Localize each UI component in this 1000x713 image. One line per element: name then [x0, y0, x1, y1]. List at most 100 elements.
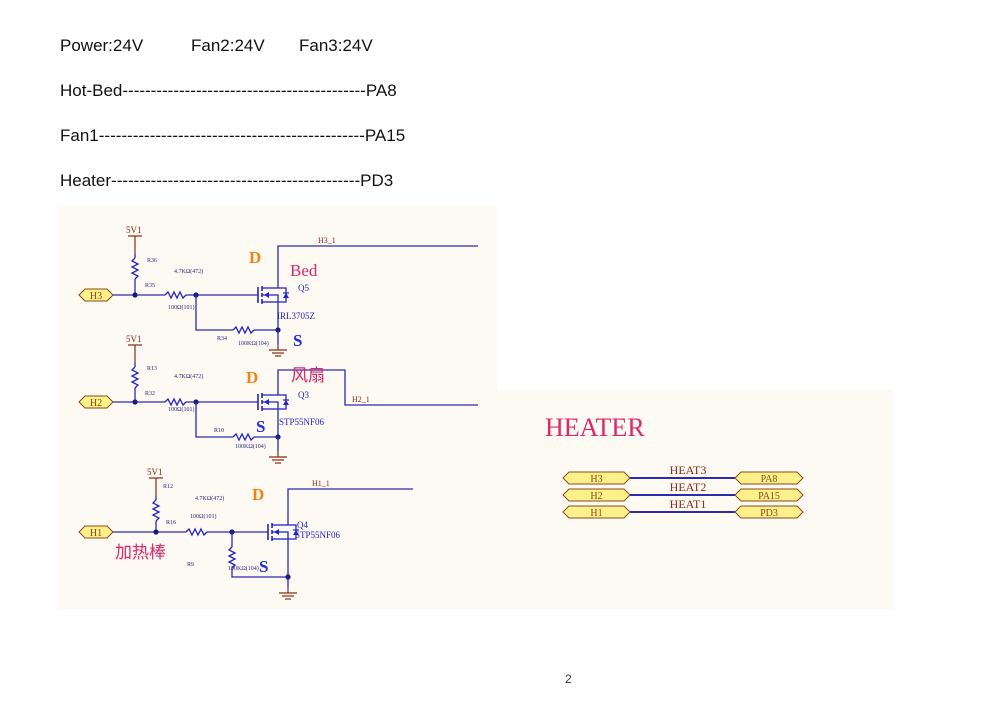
port-label: H2 [562, 488, 631, 502]
pin-map-row-fan1: Fan1------------------------------------… [60, 126, 405, 146]
ground-icon [269, 451, 287, 464]
series-value: 100Ω(101) [168, 406, 194, 413]
pin-map-dashes: ----------------------------------------… [111, 171, 361, 190]
junction-dot [153, 529, 159, 535]
source-marker: S [256, 417, 265, 436]
drain-marker: D [246, 368, 258, 387]
pullup-ref: R36 [147, 258, 157, 264]
arrow [274, 529, 279, 535]
vcc-label: 5V1 [126, 225, 142, 235]
resistor-zigzag [151, 499, 161, 522]
wire [195, 402, 233, 438]
mosfet-part: IRL3705Z [277, 311, 315, 321]
pullup-value: 4.7KΩ(472) [195, 495, 224, 502]
pullup-value: 4.7KΩ(472) [174, 373, 203, 380]
net-wire [287, 488, 413, 525]
body-diode [283, 293, 289, 298]
mosfet-icon [257, 286, 289, 304]
net-label: HEAT3 [670, 463, 707, 477]
pullup-value: 4.7KΩ(472) [174, 268, 203, 275]
ground-icon [269, 344, 287, 357]
resistor-zigzag [164, 290, 187, 300]
port-label: H3 [562, 471, 631, 485]
port-shape [734, 488, 804, 502]
net-label: H3_1 [318, 236, 336, 245]
page-number: 2 [565, 672, 572, 686]
pin-map-row-heater: Heater----------------------------------… [60, 171, 393, 191]
resistor-zigzag [130, 366, 140, 389]
pin-map-pin: PD3 [360, 171, 394, 190]
port-shape [734, 471, 804, 485]
mosfet-ref: Q3 [298, 390, 309, 400]
series-ref: R16 [166, 520, 176, 526]
port-label: H2 [78, 395, 114, 409]
wire [278, 394, 287, 410]
mosfet-icon [267, 523, 299, 541]
port-label: H1 [78, 525, 114, 539]
port-text: H1 [90, 528, 102, 539]
net-label: HEAT1 [670, 497, 707, 511]
port-text: H2 [90, 398, 102, 409]
vcc-label: 5V1 [147, 467, 163, 477]
resistor-zigzag [130, 257, 140, 280]
channel-h1: H15V1H1_1R124.7KΩ(472)R16100Ω(101)R9100K… [78, 467, 413, 600]
port-text: H3 [90, 291, 102, 302]
load-label: 加热棒 [115, 543, 166, 562]
series-value: 100Ω(101) [190, 513, 216, 520]
pin-map-dashes: ----------------------------------------… [122, 81, 366, 100]
pulldown-value: 100KΩ(104) [228, 565, 259, 572]
pulldown-value: 100KΩ(104) [235, 443, 266, 450]
port-label: PD3 [734, 505, 804, 519]
mosfet-ref: Q4 [297, 520, 308, 530]
mosfet-part: STP55NF06 [279, 417, 325, 427]
fan2-spec: Fan2:24V [191, 36, 265, 55]
port-text: H1 [590, 508, 602, 519]
wire [262, 401, 279, 409]
junction-dot [132, 399, 138, 405]
ground-icon [279, 587, 297, 600]
port-text: PD3 [760, 508, 778, 519]
mosfet-part: STP55NF06 [295, 530, 341, 540]
resistor-zigzag [185, 527, 208, 537]
series-ref: R35 [145, 283, 155, 289]
port-text: H2 [590, 491, 602, 502]
wire [262, 294, 279, 302]
source-marker: S [259, 557, 268, 576]
resistor-zigzag [227, 546, 237, 569]
port-text: PA15 [758, 491, 780, 502]
channel-h3: H35V1H3_1R364.7KΩ(472)R35100Ω(101)R34100… [78, 225, 478, 357]
pin-map-label: Fan1 [60, 126, 99, 145]
net-label: H1_1 [312, 479, 330, 488]
arrow [264, 399, 269, 405]
body-diode [283, 400, 289, 405]
pin-map-dashes: ----------------------------------------… [98, 126, 365, 145]
pulldown-ref: R10 [214, 428, 224, 434]
port-text: H3 [590, 474, 602, 485]
fan3-spec: Fan3:24V [299, 36, 373, 55]
pullup-ref: R13 [147, 366, 157, 372]
vcc-label: 5V1 [126, 334, 142, 344]
resistor-zigzag [232, 325, 255, 335]
net-label: HEAT2 [670, 480, 707, 494]
power-spec: Power:24V [60, 36, 144, 55]
port-text: PA8 [761, 474, 778, 485]
load-label: Bed [290, 261, 318, 280]
mosfet-ref: Q5 [298, 283, 309, 293]
port-shape [734, 505, 804, 519]
pulldown-ref: R34 [217, 336, 227, 342]
net-label: H2_1 [352, 395, 370, 404]
pin-map-label: Hot-Bed [60, 81, 123, 100]
pin-map-pin: PA8 [365, 81, 397, 100]
pin-map-row-hotbed: Hot-Bed---------------------------------… [60, 81, 397, 101]
port-label: H3 [78, 288, 114, 302]
series-ref: R32 [145, 391, 155, 397]
arrow [264, 292, 269, 298]
port-label: PA8 [734, 471, 804, 485]
mosfet-icon [257, 393, 289, 411]
schematic-panel-right [497, 390, 893, 609]
net-wire [277, 245, 478, 288]
load-label: 风扇 [291, 366, 325, 385]
